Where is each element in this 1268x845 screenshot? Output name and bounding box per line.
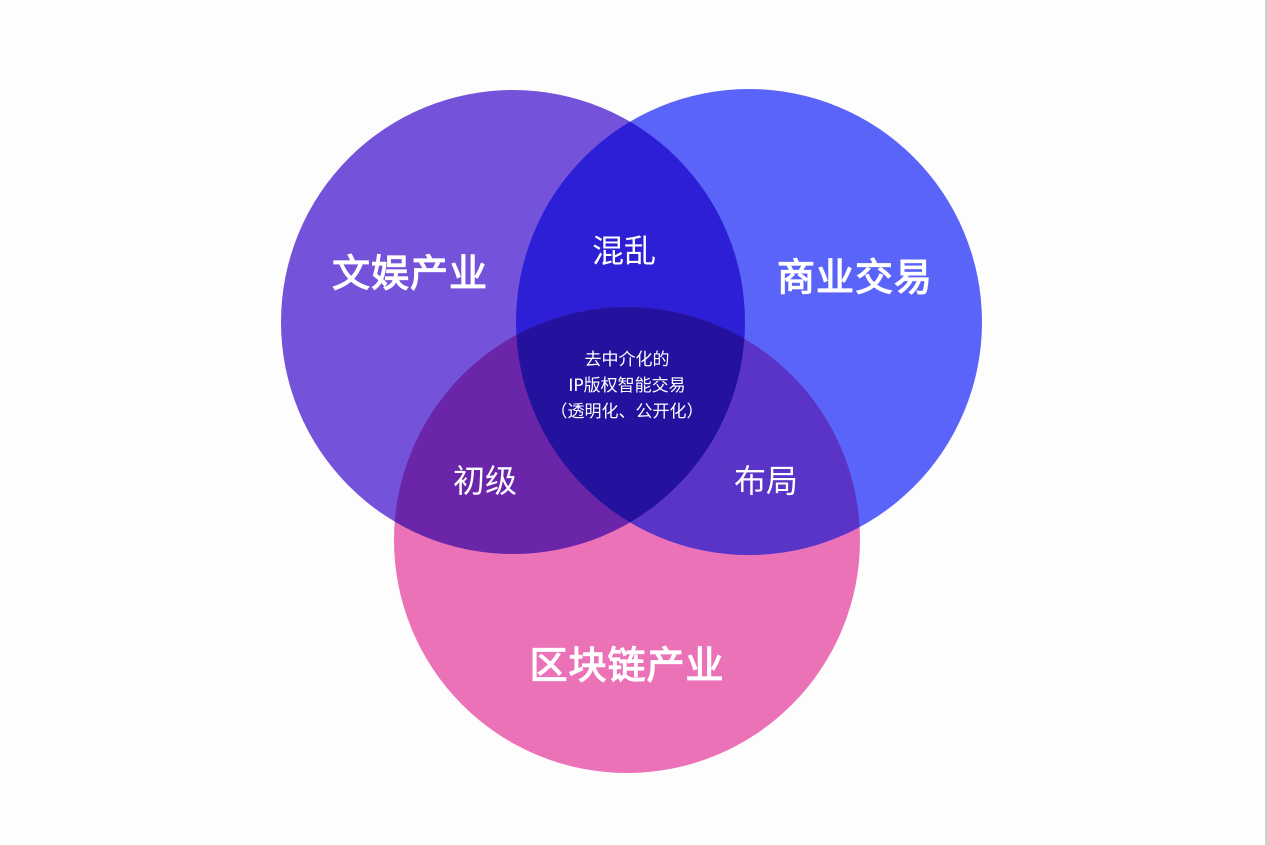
label-center: 去中介化的 IP版权智能交易 （透明化、公开化） [551, 347, 704, 425]
label-chaos: 混乱 [591, 232, 657, 270]
label-commerce: 商业交易 [776, 255, 934, 300]
label-primary: 初级 [452, 462, 518, 500]
page-edge-divider [1265, 0, 1268, 845]
label-layout: 布局 [733, 462, 799, 500]
center-line-3: （透明化、公开化） [550, 402, 704, 422]
label-entertainment: 文娱产业 [331, 251, 489, 296]
center-line-2: IP版权智能交易 [568, 376, 686, 396]
center-line-1: 去中介化的 [584, 350, 670, 370]
label-blockchain: 区块链产业 [529, 643, 725, 688]
